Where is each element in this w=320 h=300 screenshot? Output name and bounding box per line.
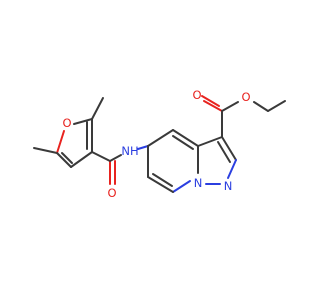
amide-oxygen-label: O	[107, 186, 116, 200]
bond-pz-c2-n2	[227, 159, 237, 179]
bond-ethyl-ch2-ch3	[267, 100, 286, 112]
bond-pyr-c4-c3a-double	[172, 135, 194, 150]
ester-ether-oxygen-label: O	[241, 90, 250, 104]
pyrazole-n2-label: N	[224, 179, 233, 193]
bond-pz-c3-c2	[221, 136, 237, 161]
bond-ester-c-o	[221, 101, 239, 112]
bond-carbonyl-n	[109, 154, 122, 162]
furan-oxygen-label: O	[62, 116, 71, 130]
ester-carbonyl-oxygen-label: O	[192, 88, 201, 102]
bond-pyr-c5-c4	[147, 129, 174, 147]
bond-methyl-upper	[91, 97, 104, 120]
bond-n-ring	[137, 145, 149, 150]
bond-methyl-lower	[33, 147, 58, 154]
pyrazole-n1-label: N	[194, 176, 203, 190]
bond-pyr-n-c7	[172, 180, 191, 193]
bond-ester-co	[203, 100, 223, 112]
bond-pyr-c4-c3a	[172, 129, 199, 147]
bond-pyr-c7-c6	[147, 176, 174, 193]
bond-ester-o-ch2	[253, 101, 269, 112]
bond-pyr-c7-c6-double	[152, 173, 173, 187]
bond-furan-o-c5	[56, 130, 65, 154]
bond-furan-c4-c3	[70, 151, 93, 168]
bond-furan-c5-c4-double	[61, 152, 73, 164]
bond-furan-c2-o	[73, 118, 93, 125]
bond-ester-co-double	[201, 95, 220, 107]
bond-furan-carbonyl	[91, 151, 111, 162]
molecule-structure: O NH O O O N N	[33, 88, 286, 200]
bond-furan-c5-c4	[56, 152, 72, 168]
bond-pz-c3a-c3	[197, 136, 223, 147]
amide-nh-label: NH	[121, 144, 138, 158]
bond-pz-c3-c2-double	[217, 141, 231, 163]
